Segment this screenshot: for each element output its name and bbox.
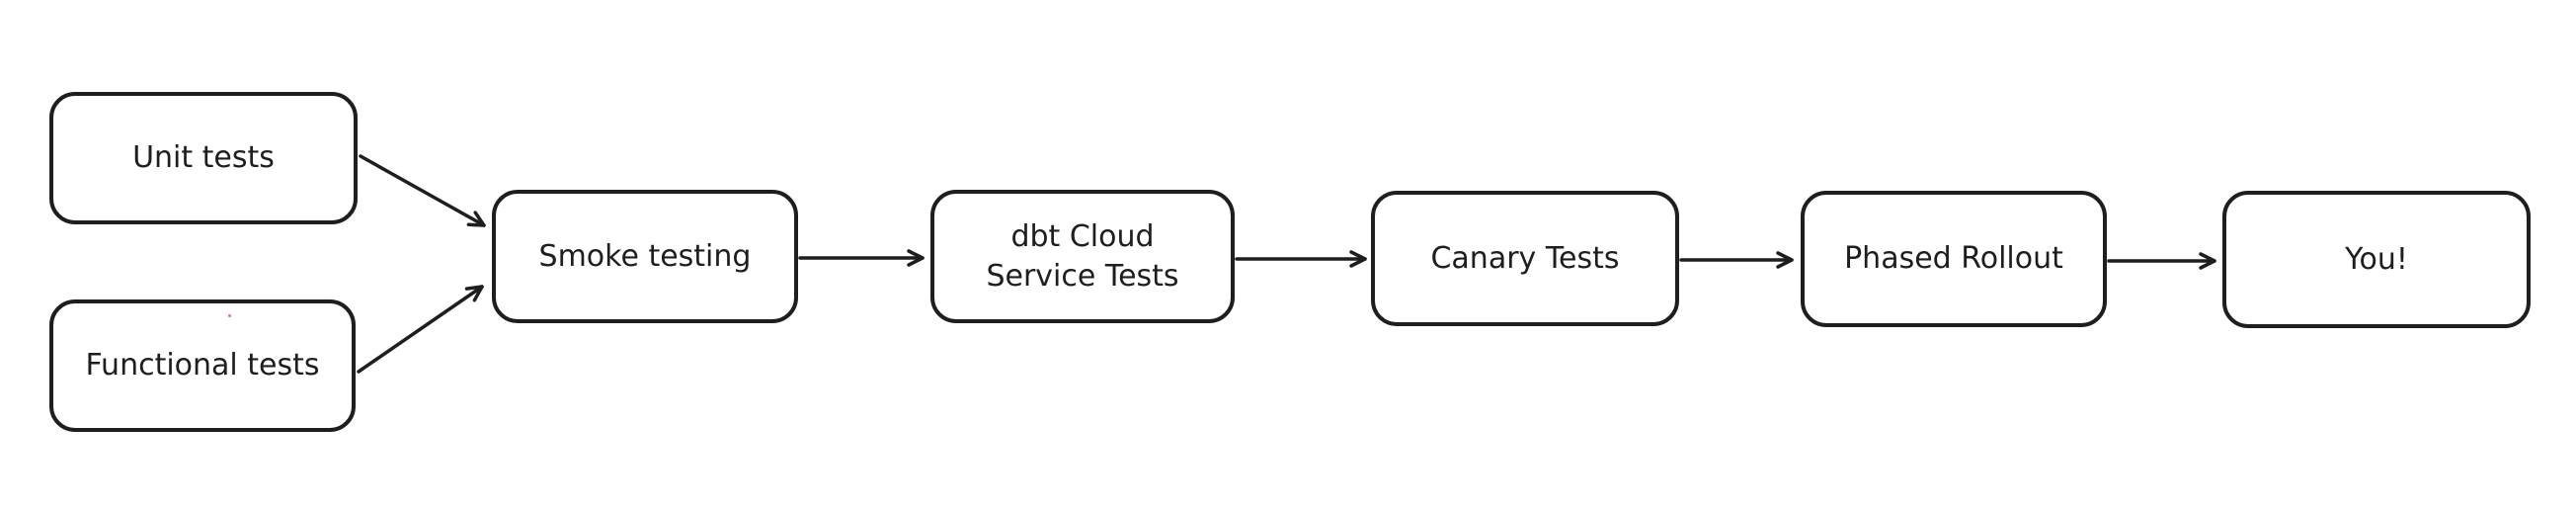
node-phased-rollout: Phased Rollout [1801, 191, 2107, 327]
node-dbt-cloud-service-tests: dbt Cloud Service Tests [930, 190, 1235, 323]
edge-unit-tests-to-smoke-testing [359, 154, 486, 227]
node-dbt-cloud-service-tests-label: dbt Cloud Service Tests [986, 218, 1179, 294]
node-functional-tests-label: Functional tests [85, 348, 320, 383]
node-phased-rollout-label: Phased Rollout [1844, 241, 2063, 277]
node-canary-tests: Canary Tests [1371, 191, 1679, 326]
node-smoke-testing-label: Smoke testing [538, 238, 752, 274]
node-functional-tests: Functional tests [49, 299, 356, 432]
node-smoke-testing: Smoke testing [492, 190, 798, 323]
node-unit-tests: Unit tests [49, 92, 358, 224]
node-canary-tests-label: Canary Tests [1430, 240, 1620, 276]
node-you: You! [2222, 191, 2531, 328]
node-unit-tests-label: Unit tests [132, 140, 275, 176]
edge-functional-tests-to-smoke-testing [357, 285, 484, 374]
red-dot-artifact [228, 314, 231, 317]
node-you-label: You! [2345, 241, 2408, 277]
